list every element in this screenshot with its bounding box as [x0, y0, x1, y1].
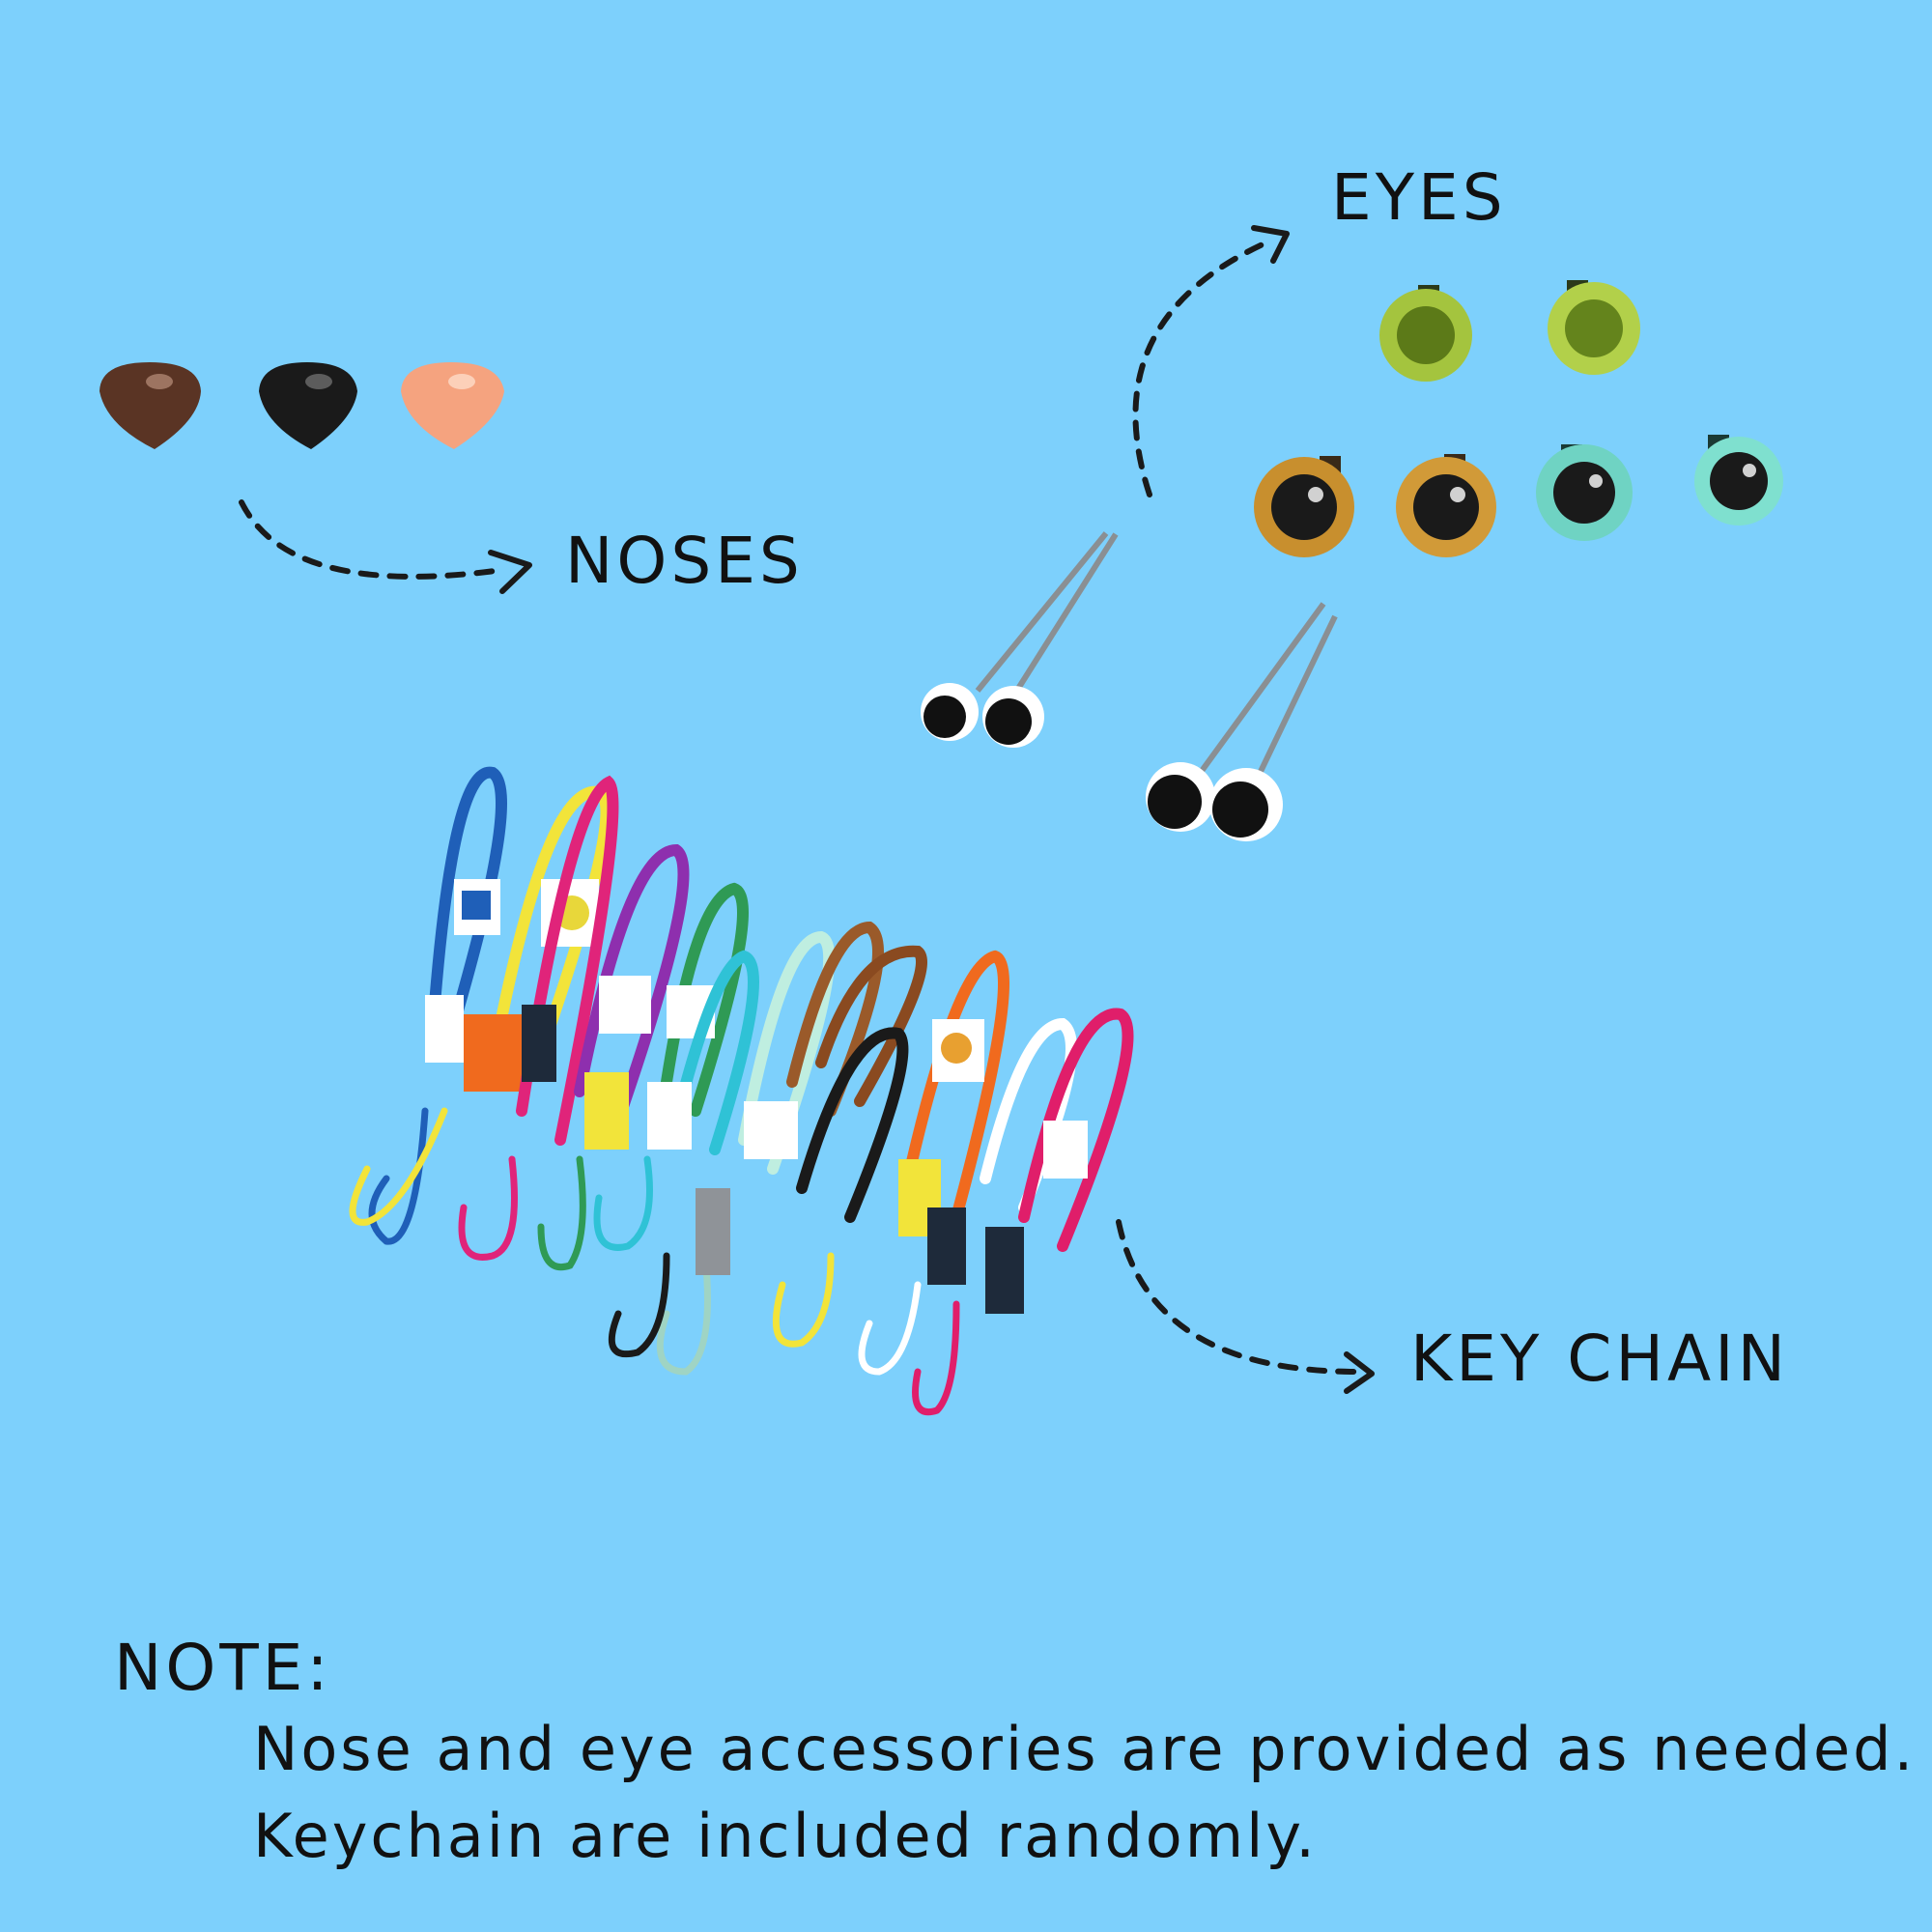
nose-black-icon	[259, 362, 357, 449]
eye-green-icon	[1379, 285, 1472, 382]
nose-peach-icon	[401, 362, 504, 449]
keychain-black	[608, 1027, 909, 1357]
arrow-to-noses	[239, 499, 505, 580]
keychain-blue	[368, 766, 507, 1245]
eye-green-icon	[1548, 280, 1640, 375]
nose-brown-icon	[99, 362, 201, 449]
eyes-label: EYES	[1331, 160, 1507, 235]
arrow-to-keychain	[1116, 1219, 1360, 1375]
keychain-cyan	[593, 950, 759, 1251]
nose-peach-highlight	[448, 374, 475, 389]
noses-group	[99, 362, 504, 449]
arrowhead-keychain-icon	[1344, 1351, 1375, 1394]
eye-teal-icon	[1536, 444, 1633, 541]
note-line-2: Keychain are included randomly.	[253, 1801, 1318, 1871]
keychains-group	[349, 766, 1134, 1415]
arrowhead-eyes-icon	[1251, 225, 1290, 264]
key-chain-label: KEY CHAIN	[1410, 1321, 1789, 1396]
nose-brown-highlight	[146, 374, 173, 389]
arrowheads	[488, 225, 1375, 1394]
eye-gold-icon	[1254, 456, 1354, 557]
eye-teal-icon	[1694, 435, 1783, 526]
keychain-magenta	[458, 775, 619, 1261]
keychain-pink	[912, 1008, 1134, 1415]
eyes-group	[1254, 280, 1783, 557]
arrowhead-noses-icon	[488, 550, 532, 594]
arrows-group	[239, 237, 1360, 1375]
keychain-purple	[537, 843, 690, 1270]
eye-gold-icon	[1396, 454, 1496, 557]
note-line-1: Nose and eye accessories are provided as…	[253, 1714, 1917, 1784]
nose-black-highlight	[305, 374, 332, 389]
arrow-to-eyes	[1132, 237, 1276, 497]
pin-eyes-group	[921, 531, 1338, 841]
note-title: NOTE:	[114, 1631, 332, 1705]
noses-label: NOSES	[565, 524, 804, 598]
keychain-white	[858, 1017, 1077, 1376]
keychain-mint	[656, 930, 836, 1376]
